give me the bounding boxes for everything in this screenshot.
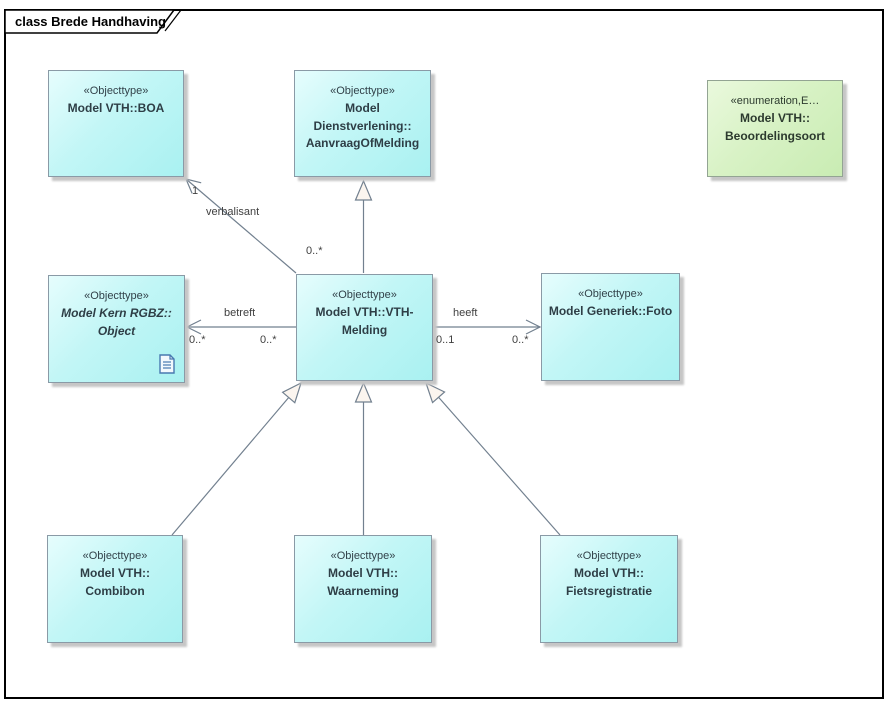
- class-name: Model Generiek::Foto: [548, 304, 673, 319]
- stereotype-label: «Objecttype»: [83, 85, 149, 97]
- multiplicity-betreft-source: 0..*: [260, 334, 277, 346]
- class-name: Model VTH:: Beoordelingsoort: [724, 111, 825, 143]
- stereotype-label: «Objecttype»: [578, 288, 643, 300]
- edge-label-heeft: heeft: [453, 307, 478, 319]
- class-box-aanvraag-of-melding[interactable]: «Objecttype» Model Dienstverlening:: Aan…: [294, 70, 431, 177]
- class-name: Model VTH::BOA: [67, 101, 165, 116]
- diagram-title-tab-bevel: [164, 9, 182, 32]
- class-box-foto[interactable]: «Objecttype» Model Generiek::Foto: [541, 273, 680, 381]
- edge-label-verbalisant: verbalisant: [206, 206, 260, 218]
- edge-generalization-combibon: [171, 381, 303, 536]
- class-name: Model VTH::VTH- Melding: [315, 305, 414, 337]
- stereotype-label: «Objecttype»: [332, 289, 397, 301]
- edge-generalization-fiets: [424, 381, 561, 536]
- multiplicity-verbalisant-target: 1: [192, 185, 199, 197]
- class-name: Model VTH:: Combibon: [80, 566, 150, 598]
- stereotype-label: «Objecttype»: [576, 550, 642, 562]
- edge-verbalisant: [184, 178, 297, 274]
- stereotype-label: «Objecttype»: [330, 85, 395, 97]
- stereotype-label: «Objecttype»: [330, 550, 396, 562]
- class-box-fietsregistratie[interactable]: «Objecttype» Model VTH:: Fietsregistrati…: [540, 535, 678, 643]
- multiplicity-betreft-target: 0..*: [189, 334, 206, 346]
- diagram-title: class Brede Handhaving: [15, 14, 166, 29]
- class-box-combibon[interactable]: «Objecttype» Model VTH:: Combibon: [47, 535, 183, 643]
- class-box-boa[interactable]: «Objecttype» Model VTH::BOA: [48, 70, 184, 177]
- stereotype-label: «Objecttype»: [82, 550, 148, 562]
- class-box-object[interactable]: «Objecttype» Model Kern RGBZ:: Object: [48, 275, 185, 383]
- multiplicity-heeft-source: 0..1: [436, 334, 455, 346]
- document-icon: [159, 354, 175, 374]
- edge-label-betreft: betreft: [224, 307, 256, 319]
- class-box-vth-melding[interactable]: «Objecttype» Model VTH::VTH- Melding: [296, 274, 433, 381]
- diagram-frame: [4, 9, 884, 699]
- stereotype-label: «enumeration,E…: [730, 95, 820, 107]
- enumeration-box-beoordelingsoort[interactable]: «enumeration,E… Model VTH:: Beoordelings…: [707, 80, 843, 177]
- class-box-waarneming[interactable]: «Objecttype» Model VTH:: Waarneming: [294, 535, 432, 643]
- class-name: Model VTH:: Fietsregistratie: [565, 566, 653, 598]
- diagram-title-tab: [4, 9, 176, 34]
- class-name: Model VTH:: Waarneming: [327, 566, 399, 598]
- multiplicity-verbalisant-source: 0..*: [306, 245, 323, 257]
- class-name: Model Kern RGBZ:: Object: [61, 306, 172, 338]
- stereotype-label: «Objecttype»: [84, 290, 149, 302]
- multiplicity-heeft-target: 0..*: [512, 334, 529, 346]
- class-name: Model Dienstverlening:: AanvraagOfMeldin…: [305, 101, 420, 151]
